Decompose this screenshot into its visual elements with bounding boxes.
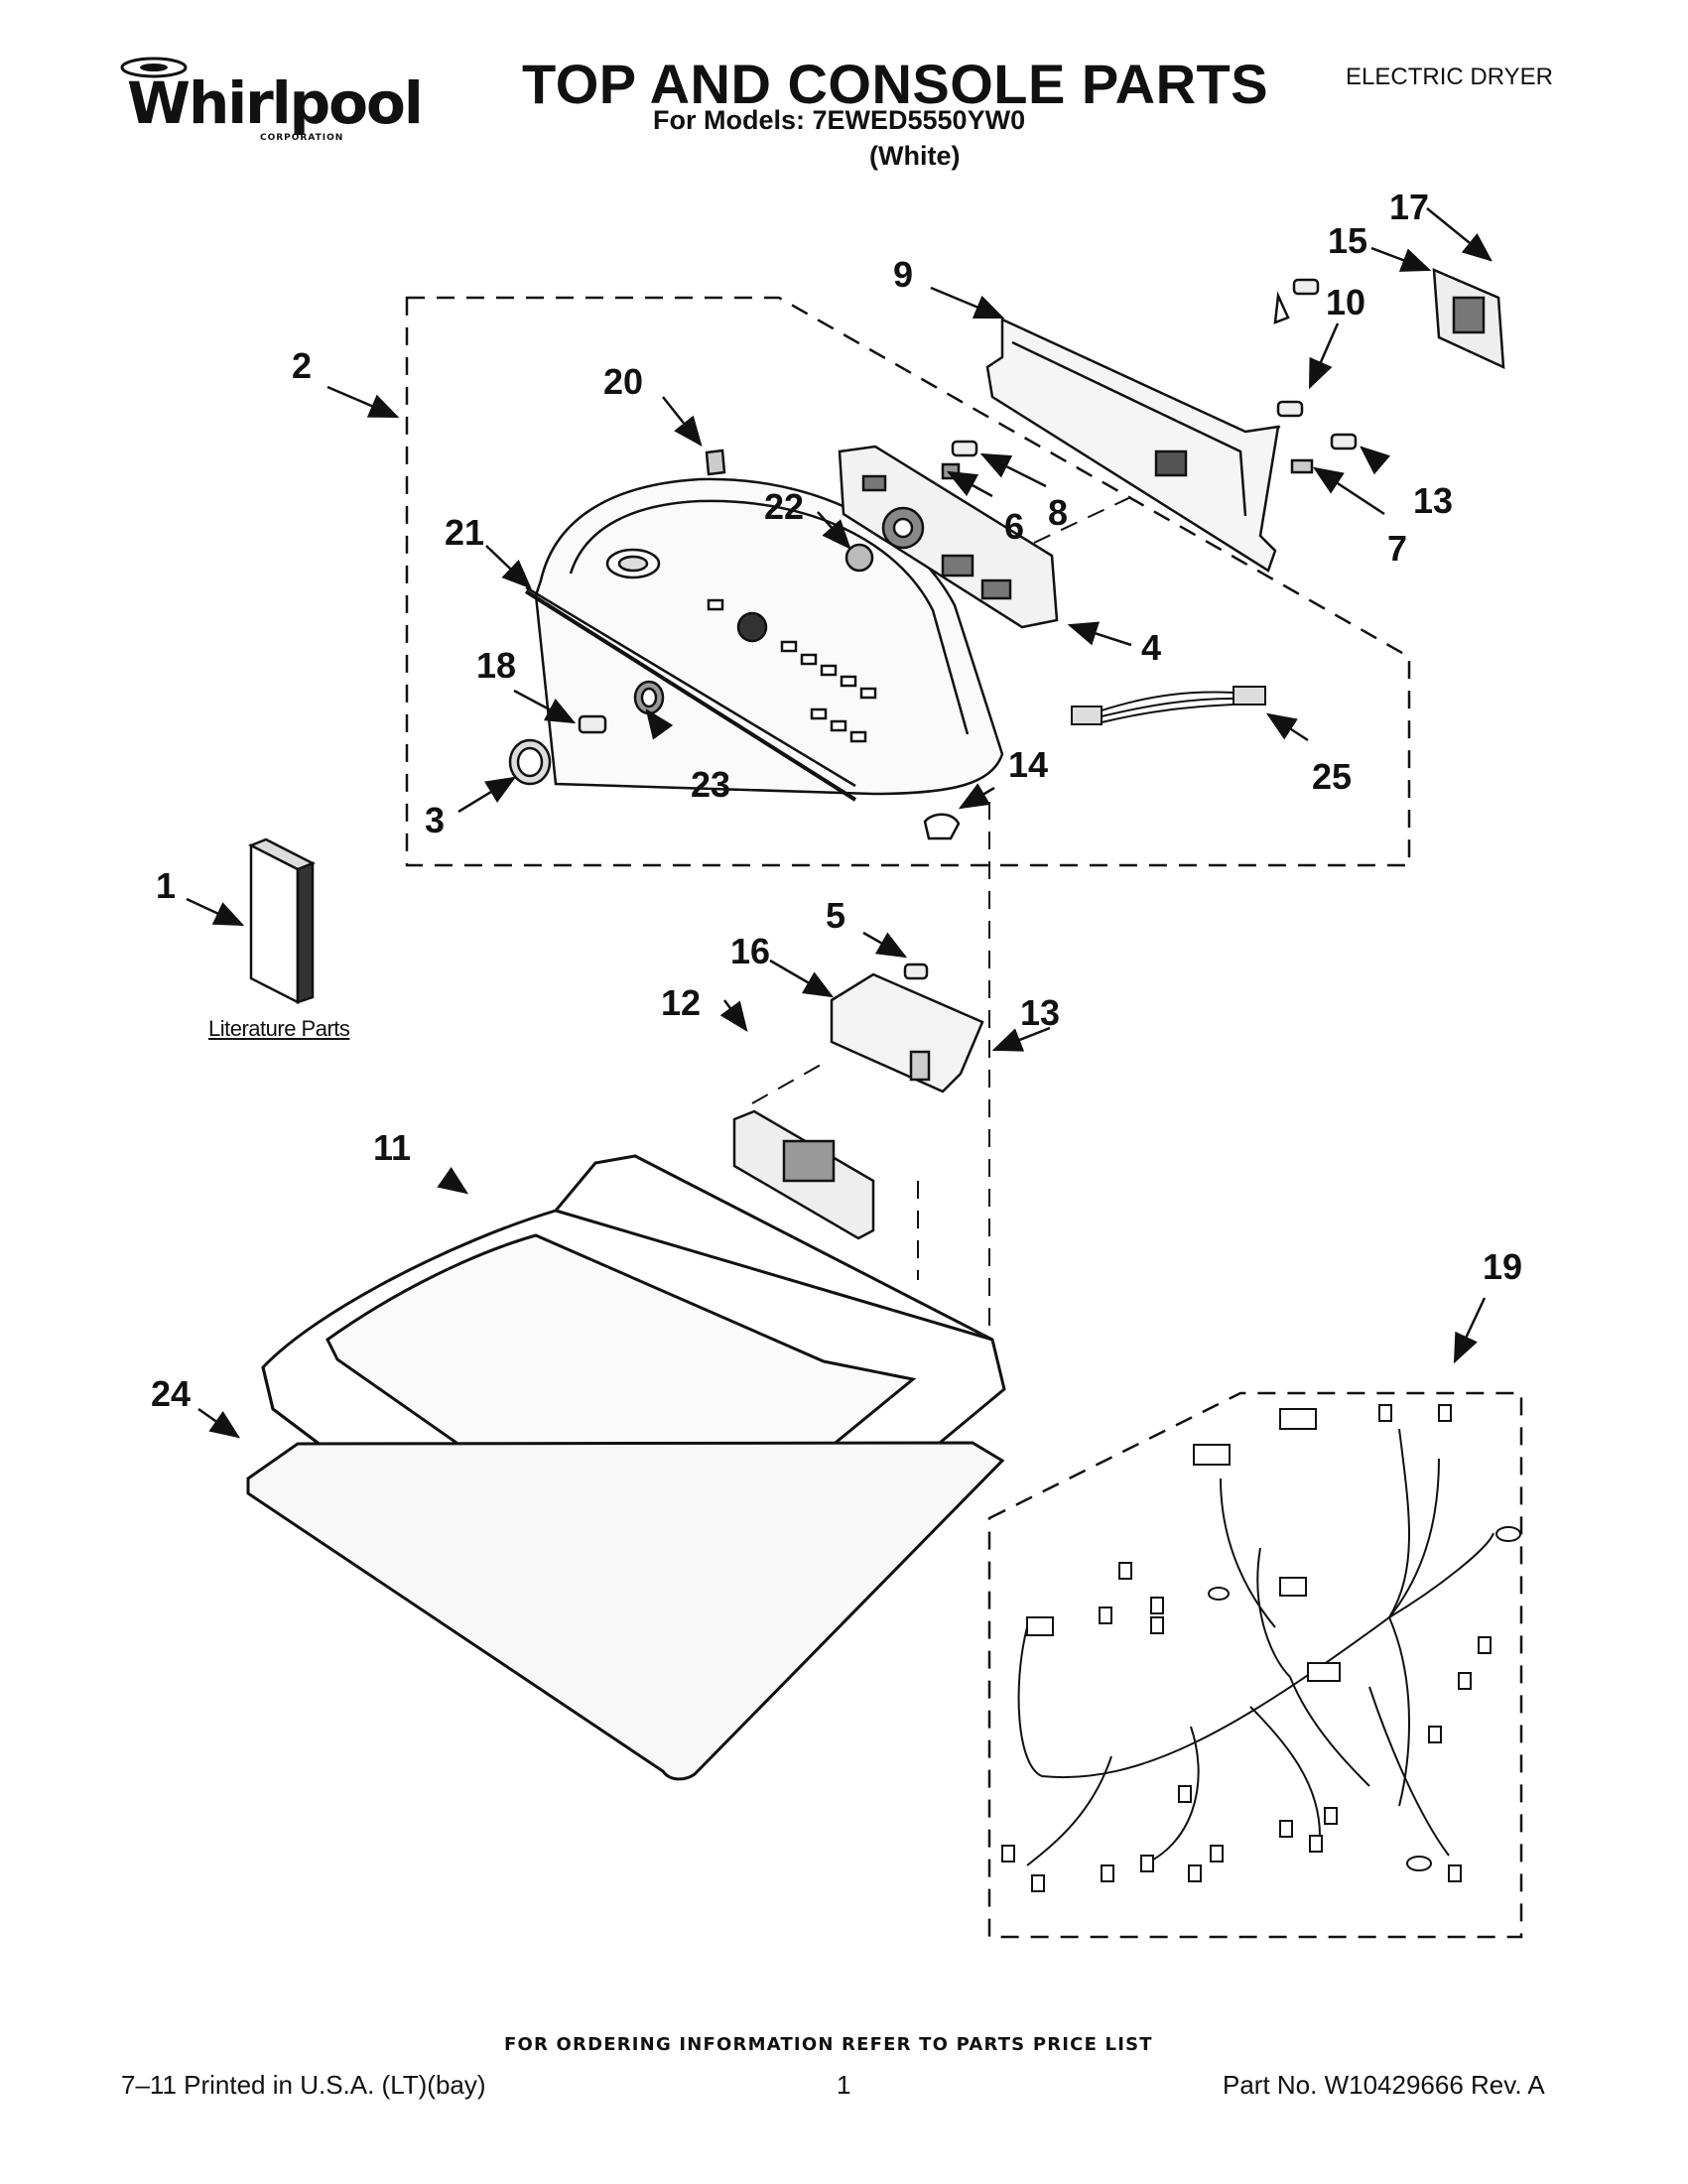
small-parts [508, 449, 961, 840]
callout-7: 7 [1387, 528, 1408, 569]
callout-18: 18 [476, 645, 517, 686]
callout-12: 12 [661, 982, 702, 1023]
electronic-module [732, 1109, 875, 1240]
logo-subtext: CORPORATION [260, 133, 344, 143]
callout-16: 16 [730, 931, 771, 971]
main-wire-harness [1001, 1404, 1521, 1892]
bracket-and-screws [941, 268, 1505, 480]
literature-manual [247, 837, 317, 1005]
top-gasket [246, 1441, 1005, 1781]
product-type: ELECTRIC DRYER [1346, 64, 1553, 90]
page-title: TOP AND CONSOLE PARTS [522, 53, 1269, 115]
group-outline-console [405, 296, 1411, 867]
logo-swirl-icon [120, 57, 188, 78]
callout-arrows [186, 207, 1493, 1439]
callout-20: 20 [603, 361, 644, 402]
page-number: 1 [837, 2070, 851, 2100]
callout-19: 19 [1483, 1246, 1523, 1287]
group-outline-harness [987, 1391, 1523, 1939]
callout-9: 9 [893, 254, 914, 295]
short-harness [1071, 686, 1266, 725]
callout-25: 25 [1312, 756, 1353, 797]
part-number: Part No. W10429666 Rev. A [1223, 2070, 1545, 2100]
callout-15: 15 [1328, 220, 1368, 261]
callout-1: 1 [156, 865, 177, 906]
callout-3: 3 [425, 800, 446, 840]
model-line: For Models: 7EWED5550YW0 [653, 105, 1026, 135]
callout-4: 4 [1141, 627, 1162, 668]
callout-14: 14 [1008, 744, 1049, 785]
callout-2: 2 [292, 345, 313, 386]
callout-22: 22 [764, 486, 805, 527]
callout-5: 5 [826, 895, 846, 936]
callout-17: 17 [1389, 187, 1430, 227]
mounting-plate [830, 963, 984, 1093]
ordering-info: FOR ORDERING INFORMATION REFER TO PARTS … [504, 2034, 1153, 2055]
callout-13-lower: 13 [1020, 992, 1061, 1033]
print-info: 7–11 Printed in U.S.A. (LT)(bay) [121, 2070, 486, 2100]
callout-23: 23 [691, 764, 731, 805]
callout-24: 24 [151, 1373, 192, 1414]
control-board [838, 445, 1059, 629]
callout-8: 8 [1048, 492, 1069, 533]
color-line: (White) [869, 141, 961, 171]
callout-10: 10 [1326, 282, 1366, 322]
rear-console [985, 318, 1280, 573]
trim-strip [524, 589, 857, 802]
callout-6: 6 [1004, 506, 1025, 547]
callout-11: 11 [373, 1127, 412, 1168]
logo-wordmark: Whirlpool [127, 69, 424, 137]
callout-21: 21 [445, 512, 485, 553]
callout-13: 13 [1413, 480, 1454, 521]
literature-parts-label: Literature Parts [208, 1016, 350, 1041]
